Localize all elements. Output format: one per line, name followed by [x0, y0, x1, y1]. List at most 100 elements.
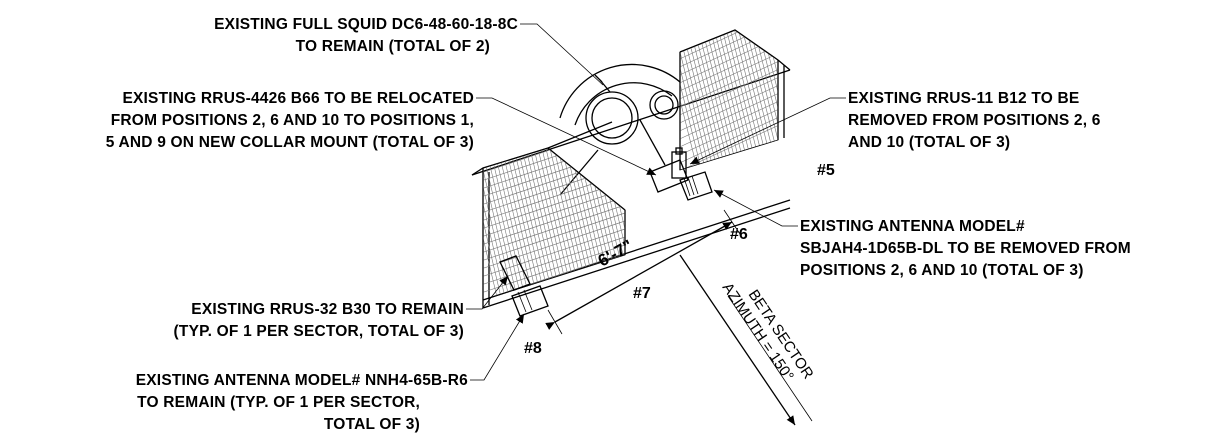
callout-rrus-11: EXISTING RRUS-11 B12 TO BE REMOVED FROM …	[689, 90, 1101, 165]
callout-rrus11-line1: EXISTING RRUS-11 B12 TO BE	[848, 90, 1079, 107]
hatch-line	[727, 30, 769, 170]
hatch-line	[687, 30, 729, 170]
hatch-line	[483, 151, 625, 213]
grating-right-outline	[679, 29, 779, 171]
callout-sbjah-line3: POSITIONS 2, 6 AND 10 (TOTAL OF 3)	[800, 262, 1084, 279]
callout-rrus11-line2: REMOVED FROM POSITIONS 2, 6	[848, 112, 1101, 129]
callout-nnh-line2: TO REMAIN (TYP. OF 1 PER SECTOR,	[137, 394, 420, 411]
hatch-line	[788, 20, 828, 180]
callout-squid: EXISTING FULL SQUID DC6-48-60-18-8C TO R…	[214, 16, 604, 86]
position-7: #7	[633, 285, 651, 302]
hatch-line	[499, 148, 541, 300]
hatch-line	[483, 148, 625, 197]
hatch-line	[483, 148, 625, 189]
callout-sbjah-line2: SBJAH4-1D65B-DL TO BE REMOVED FROM	[800, 240, 1131, 257]
hatch-line	[483, 167, 625, 229]
hatch-line	[579, 148, 621, 300]
hatch-line	[680, 63, 778, 125]
hatch-line	[543, 148, 585, 300]
hatch-line	[747, 30, 778, 170]
hatch-line	[680, 30, 778, 77]
rrus-11-unit	[671, 147, 687, 179]
monopole	[559, 63, 681, 145]
callout-squid-line2: TO REMAIN (TOTAL OF 2)	[296, 38, 490, 55]
hatch-line	[680, 119, 778, 170]
hatch-line	[680, 87, 778, 149]
hatch-line	[567, 148, 609, 300]
hatch-line	[751, 30, 778, 170]
antenna-sbjah-unit	[679, 171, 713, 201]
hatch-line	[539, 148, 581, 300]
hatch-line	[680, 30, 778, 53]
callout-rrus4426-line2: FROM POSITIONS 2, 6 AND 10 TO POSITIONS …	[111, 112, 474, 129]
hatch-line	[680, 30, 778, 69]
hatch-line	[784, 20, 824, 180]
hatch-line	[483, 148, 505, 300]
hatch-line	[460, 80, 640, 140]
hatch-line	[660, 0, 790, 20]
hatch-line	[483, 148, 625, 173]
hatch-line	[680, 30, 701, 170]
grating-right	[660, 0, 828, 180]
callout-rrus-4426: EXISTING RRUS-4426 B66 TO BE RELOCATED F…	[106, 90, 657, 176]
callout-nnh-line1: EXISTING ANTENNA MODEL# NNH4-65B-R6	[136, 372, 468, 389]
callout-rrus11-line3: AND 10 (TOTAL OF 3)	[848, 134, 1010, 151]
hatch-line	[571, 148, 613, 300]
hatch-line	[680, 47, 778, 109]
hatch-line	[759, 30, 778, 170]
hatch-line	[680, 71, 778, 133]
hatch-line	[680, 30, 778, 61]
callout-antenna-sbjah: EXISTING ANTENNA MODEL# SBJAH4-1D65B-DL …	[713, 189, 1131, 279]
hatch-line	[680, 111, 778, 170]
callout-rrus-32: EXISTING RRUS-32 B30 TO REMAIN (TYP. OF …	[174, 275, 509, 340]
hatch-line	[575, 148, 617, 300]
position-6: #6	[730, 226, 748, 243]
callout-rrus32-line1: EXISTING RRUS-32 B30 TO REMAIN	[191, 301, 464, 318]
callout-antenna-nnh: EXISTING ANTENNA MODEL# NNH4-65B-R6 TO R…	[136, 313, 525, 433]
position-8: #8	[524, 340, 542, 357]
callout-nnh-line3: TOTAL OF 3)	[324, 416, 420, 433]
callout-sbjah-line1: EXISTING ANTENNA MODEL#	[800, 218, 1025, 235]
position-5: #5	[817, 162, 835, 179]
callout-rrus32-line2: (TYP. OF 1 PER SECTOR, TOTAL OF 3)	[174, 323, 464, 340]
hatch-line	[483, 148, 525, 300]
platform-structure	[471, 29, 791, 309]
hatch-line	[595, 148, 625, 300]
callout-squid-line1: EXISTING FULL SQUID DC6-48-60-18-8C	[214, 16, 518, 33]
hatch-line	[591, 148, 625, 300]
hatch-line	[731, 30, 773, 170]
hatch-line	[551, 148, 593, 300]
rrus-4426-unit	[649, 159, 689, 193]
hatch-line	[483, 148, 501, 300]
grating-left	[460, 80, 640, 300]
callout-rrus4426-line1: EXISTING RRUS-4426 B66 TO BE RELOCATED	[122, 90, 474, 107]
hatch-line	[680, 30, 709, 170]
hatch-line	[483, 148, 625, 149]
hatch-line	[680, 30, 705, 170]
hatch-line	[483, 175, 625, 237]
callout-rrus4426-line3: 5 AND 9 ON NEW COLLAR MOUNT (TOTAL OF 3)	[106, 134, 474, 151]
hatch-line	[483, 148, 521, 300]
hatch-line	[503, 148, 545, 300]
hatch-line	[583, 148, 625, 300]
hatch-line	[483, 183, 625, 245]
hatch-line	[775, 30, 778, 170]
antenna-nnh-unit	[511, 285, 549, 317]
hatch-line	[755, 30, 778, 170]
sector-azimuth: BETA SECTOR AZIMUTH = 150°	[679, 254, 817, 426]
hatch-line	[695, 30, 737, 170]
hatch-line	[559, 148, 601, 300]
hatch-line	[555, 148, 597, 300]
hatch-line	[660, 0, 790, 28]
hatch-line	[680, 55, 778, 117]
hatch-line	[680, 30, 713, 170]
hatch-line	[780, 20, 820, 180]
hatch-line	[767, 30, 778, 170]
hatch-line	[680, 95, 778, 157]
hatch-line	[680, 79, 778, 141]
hatch-line	[491, 148, 533, 300]
hatch-line	[483, 148, 625, 205]
hatch-line	[680, 30, 778, 45]
